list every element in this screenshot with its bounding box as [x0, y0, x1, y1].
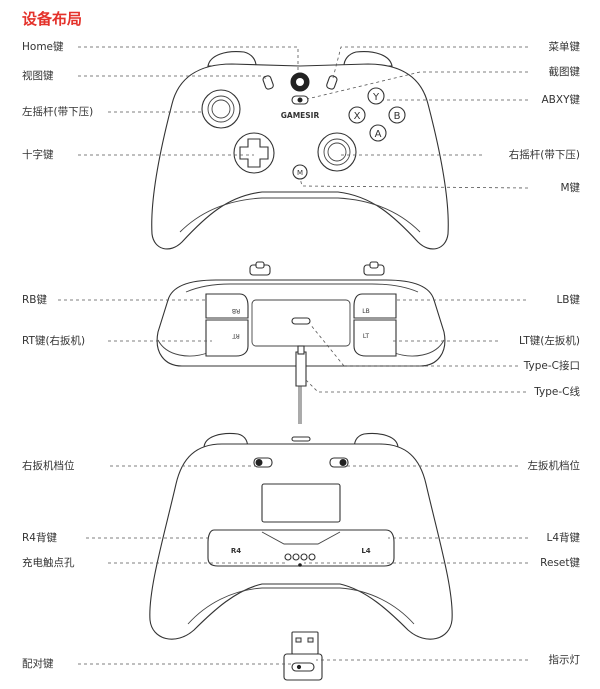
svg-text:B: B: [394, 111, 401, 122]
svg-text:RB: RB: [232, 307, 240, 314]
view-button[interactable]: [262, 75, 274, 90]
rt-trigger[interactable]: [205, 319, 249, 357]
menu-button[interactable]: [326, 75, 338, 90]
label-abxy-keys: ABXY键: [541, 94, 581, 106]
label-r4-paddle: R4背键: [22, 532, 57, 544]
gamesir-logo: GAMESIR: [281, 111, 320, 120]
rb-button[interactable]: [205, 293, 249, 319]
label-m-key: M键: [560, 182, 580, 194]
label-lb-key: LB键: [556, 294, 580, 306]
usb-dongle: [78, 631, 528, 681]
label-lt-trigger: LT键(左扳机): [518, 335, 580, 347]
lb-button[interactable]: [353, 293, 397, 319]
controller-back-view: R4 L4: [86, 432, 528, 640]
controller-top-view: RB RT LB LT: [58, 261, 526, 424]
label-type-c-port: Type-C接口: [523, 360, 580, 372]
b-button[interactable]: [388, 106, 406, 124]
l4-paddle[interactable]: L4: [361, 547, 370, 555]
label-dpad: 十字键: [22, 149, 54, 161]
label-left-stick: 左摇杆(带下压): [22, 106, 94, 118]
y-button[interactable]: [367, 87, 385, 105]
svg-text:M: M: [297, 169, 303, 177]
charging-contacts: [284, 553, 316, 561]
r4-paddle[interactable]: R4: [231, 547, 241, 555]
label-view-key: 视图键: [22, 70, 54, 82]
indicator-light: [296, 664, 302, 670]
pair-button[interactable]: [291, 662, 315, 672]
label-screenshot-key: 截图键: [548, 66, 581, 78]
controller-front-view: GAMESIR M Y X B A: [78, 46, 529, 250]
label-home-key: Home键: [22, 41, 64, 53]
page-title: 设备布局: [22, 10, 83, 28]
label-left-trigger-stop: 左扳机档位: [527, 460, 581, 472]
type-c-port[interactable]: [291, 317, 311, 325]
label-rt-trigger: RT键(右扳机): [22, 335, 86, 347]
dpad[interactable]: [239, 138, 269, 168]
label-right-stick: 右摇杆(带下压): [508, 149, 580, 161]
lt-trigger[interactable]: [353, 319, 397, 357]
label-right-trigger-stop: 右扳机档位: [22, 460, 75, 472]
label-reset-key: Reset键: [540, 557, 580, 569]
label-menu-key: 菜单键: [548, 41, 581, 53]
a-button[interactable]: [369, 124, 387, 142]
reset-button[interactable]: [298, 563, 302, 567]
label-rb-key: RB键: [22, 294, 47, 306]
label-l4-paddle: L4背键: [546, 532, 580, 544]
label-indicator-light: 指示灯: [548, 654, 581, 666]
svg-text:LT: LT: [363, 333, 370, 340]
x-button[interactable]: [348, 106, 366, 124]
label-type-c-cable: Type-C线: [534, 386, 580, 398]
type-c-cable: [295, 351, 307, 387]
svg-text:X: X: [354, 111, 361, 122]
m-key[interactable]: [292, 164, 308, 180]
svg-text:LB: LB: [362, 308, 369, 315]
svg-text:A: A: [375, 129, 382, 140]
svg-text:RT: RT: [232, 332, 240, 339]
svg-text:Y: Y: [372, 92, 380, 103]
label-charging-contacts: 充电触点孔: [22, 557, 75, 569]
label-pair-key: 配对键: [22, 658, 54, 670]
